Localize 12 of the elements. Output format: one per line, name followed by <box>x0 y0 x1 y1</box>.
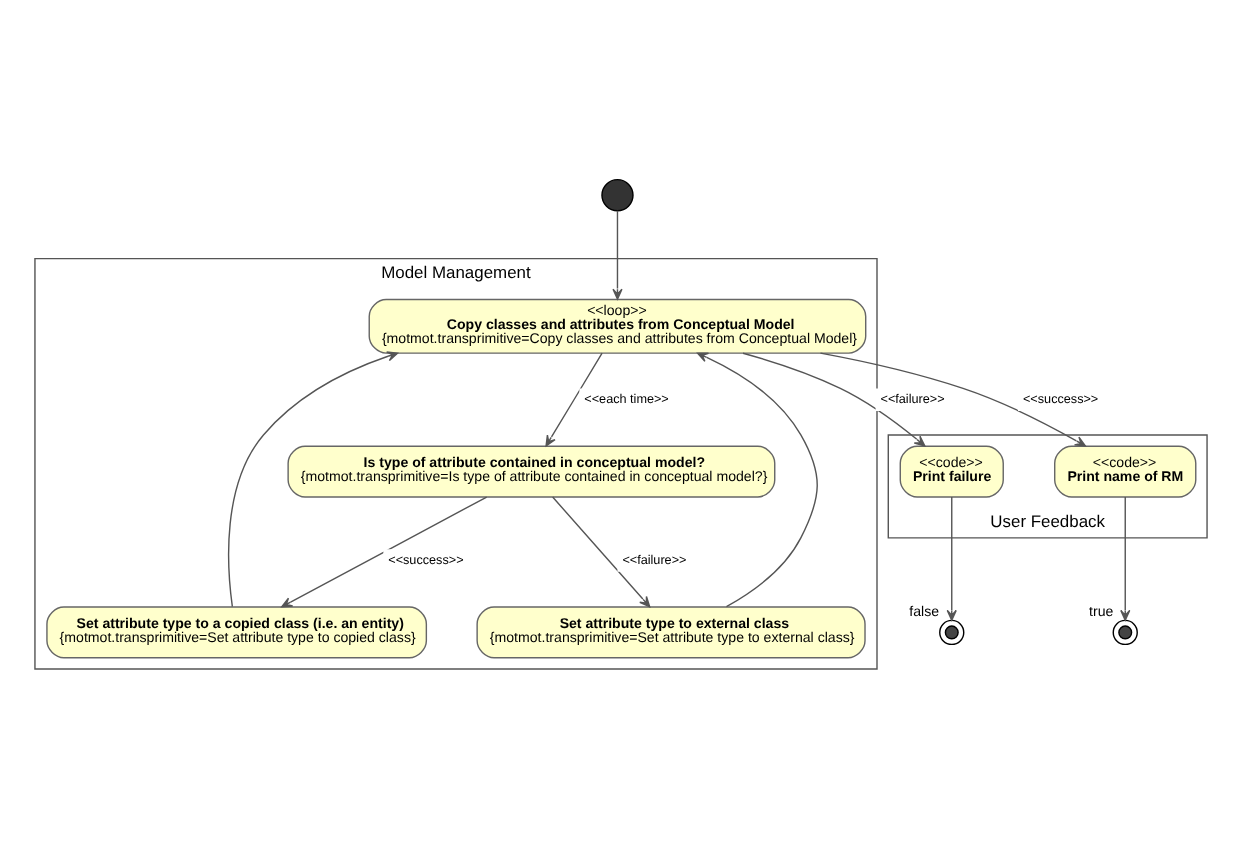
node-circle <box>601 177 634 211</box>
arrow <box>281 495 488 607</box>
arrow <box>612 209 623 299</box>
arrow <box>819 351 1087 446</box>
node-circle <box>939 618 965 645</box>
arrow <box>551 495 651 607</box>
arrow <box>545 351 603 446</box>
arrow <box>742 351 926 446</box>
node-circle <box>1112 618 1138 645</box>
arrow <box>227 350 399 607</box>
arrow <box>946 495 957 620</box>
arrow <box>1120 495 1131 620</box>
